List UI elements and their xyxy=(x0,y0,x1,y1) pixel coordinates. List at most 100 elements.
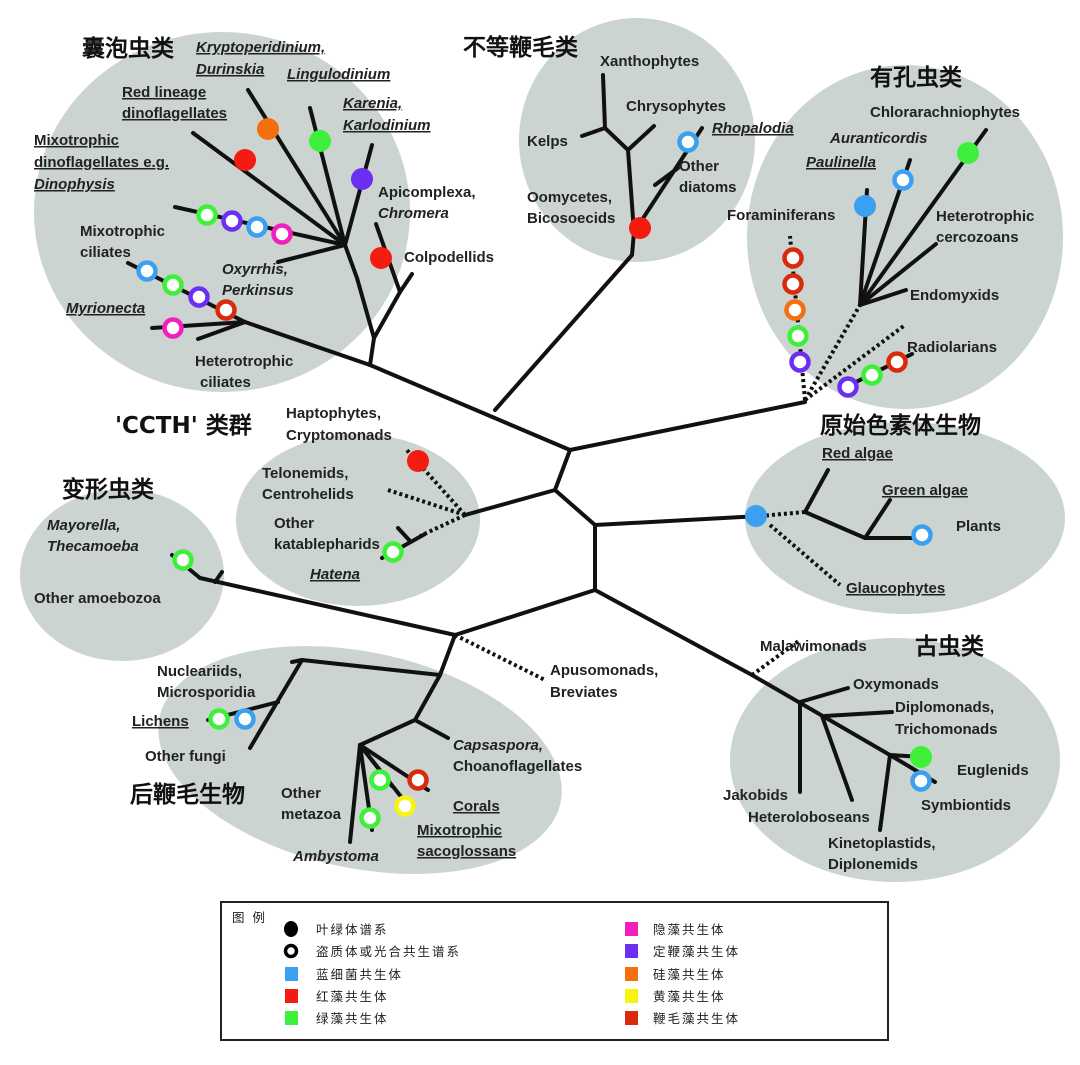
taxon-label: diatoms xyxy=(679,179,737,196)
legend-swatch xyxy=(625,989,638,1003)
taxon-label: sacoglossans xyxy=(417,843,516,860)
taxon-label: Foraminiferans xyxy=(727,207,835,224)
taxon-label: Rhopalodia xyxy=(712,120,794,137)
green-kleptoplast-marker xyxy=(359,807,381,829)
alveolates-blob xyxy=(34,32,410,392)
cyanobacteria-kleptoplast-marker xyxy=(677,131,699,153)
taxon-label: Glaucophytes xyxy=(846,580,945,597)
dinoflagellate-plastid-marker xyxy=(351,168,373,190)
taxon-label: Other amoebozoa xyxy=(34,590,161,607)
taxon-label: Endomyxids xyxy=(910,287,999,304)
legend-label: 盗质体或光合共生谱系 xyxy=(316,944,461,959)
flagellate-kleptoplast-marker xyxy=(407,769,429,791)
taxon-label: Heteroloboseans xyxy=(748,809,870,826)
taxon-label: Heterotrophic xyxy=(195,353,293,370)
green-plastid-marker xyxy=(309,130,331,152)
taxon-label: Kryptoperidinium, xyxy=(196,39,325,56)
taxon-label: cercozoans xyxy=(936,229,1019,246)
legend-label: 硅藻共生体 xyxy=(653,967,726,982)
archaeplastida-title: 原始色素体生物 xyxy=(820,412,981,439)
taxon-label: Plants xyxy=(956,518,1001,535)
flagellate-kleptoplast-marker xyxy=(886,351,908,373)
flagellate-kleptoplast-marker xyxy=(215,299,237,321)
taxon-label: Durinskia xyxy=(196,61,264,78)
taxon-label: Apicomplexa, xyxy=(378,184,476,201)
red-plastid-marker xyxy=(370,247,392,269)
taxon-label: Kinetoplastids, xyxy=(828,835,936,852)
taxon-label: Centrohelids xyxy=(262,486,354,503)
rhizaria-blob xyxy=(747,65,1063,409)
taxon-label: Other xyxy=(274,515,314,532)
taxon-label: Nucleariids, xyxy=(157,663,242,680)
diatom-plastid-marker xyxy=(257,118,279,140)
taxon-label: Microsporidia xyxy=(157,684,256,701)
taxon-label: dinoflagellates xyxy=(122,105,227,122)
taxon-label: Hatena xyxy=(310,566,360,583)
taxon-label: Karlodinium xyxy=(343,117,431,134)
taxon-label: Perkinsus xyxy=(222,282,294,299)
diatom-kleptoplast-marker xyxy=(784,299,806,321)
taxon-label: Oxyrrhis, xyxy=(222,261,288,278)
taxon-label: Haptophytes, xyxy=(286,405,381,422)
legend-swatch xyxy=(285,989,298,1003)
taxon-label: Colpodellids xyxy=(404,249,494,266)
green-kleptoplast-marker xyxy=(787,325,809,347)
taxon-label: Capsaspora, xyxy=(453,737,543,754)
taxon-label: katablepharids xyxy=(274,536,380,553)
legend-swatch xyxy=(625,1011,638,1025)
cyanobacteria-kleptoplast-marker xyxy=(911,524,933,546)
taxon-label: Oxymonads xyxy=(853,676,939,693)
green-plastid-marker xyxy=(957,142,979,164)
cyanobacteria-kleptoplast-marker xyxy=(234,708,256,730)
legend-label: 蓝细菌共生体 xyxy=(316,967,403,982)
legend-swatch xyxy=(285,967,298,981)
taxon-label: Chlorarachniophytes xyxy=(870,104,1020,121)
cryptophyte-kleptoplast-marker xyxy=(162,317,184,339)
taxon-label: Mayorella, xyxy=(47,517,120,534)
taxon-label: Red lineage xyxy=(122,84,206,101)
taxon-label: Corals xyxy=(453,798,500,815)
dinoflagellate-kleptoplast-marker xyxy=(837,376,859,398)
legend-title: 图 例 xyxy=(232,910,267,925)
taxon-label: Thecamoeba xyxy=(47,538,139,555)
taxon-label: Symbiontids xyxy=(921,797,1011,814)
dinoflagellate-kleptoplast-marker xyxy=(789,351,811,373)
taxon-label: Dinophysis xyxy=(34,176,115,193)
green-kleptoplast-marker xyxy=(382,541,404,563)
legend-label: 叶绿体谱系 xyxy=(316,922,389,937)
taxon-label: Bicosoecids xyxy=(527,210,615,227)
taxon-label: Trichomonads xyxy=(895,721,998,738)
taxon-label: Karenia, xyxy=(343,95,402,112)
green-kleptoplast-marker xyxy=(196,204,218,226)
opisthokonts-title: 后鞭毛生物 xyxy=(130,781,245,808)
taxon-label: Auranticordis xyxy=(829,130,928,147)
yellow-kleptoplast-marker xyxy=(394,795,416,817)
taxon-label: dinoflagellates e.g. xyxy=(34,154,169,171)
green-kleptoplast-marker xyxy=(162,274,184,296)
taxon-labels: Kryptoperidinium, Durinskia Lingulodiniu… xyxy=(34,39,1034,873)
cyanobacteria-kleptoplast-marker xyxy=(892,169,914,191)
legend-label: 黄藻共生体 xyxy=(653,989,726,1004)
taxon-label: Green algae xyxy=(882,482,968,499)
taxon-label: Chromera xyxy=(378,205,449,222)
cyanobacteria-plastid-marker xyxy=(745,505,767,527)
archaeplastida-blob xyxy=(745,422,1065,614)
legend-label: 绿藻共生体 xyxy=(316,1011,389,1026)
cryptophyte-kleptoplast-marker xyxy=(271,223,293,245)
legend-swatch xyxy=(285,1011,298,1025)
green-plastid-marker xyxy=(910,746,932,768)
taxon-label: Mixotrophic xyxy=(417,822,502,839)
red-plastid-marker xyxy=(407,450,429,472)
taxon-label: Xanthophytes xyxy=(600,53,699,70)
legend: 图 例 叶绿体谱系 盗质体或光合共生谱系 蓝细菌共生体 红藻共生体 绿藻共生体 … xyxy=(220,901,889,1041)
dinoflagellate-kleptoplast-marker xyxy=(221,210,243,232)
taxon-label: Other xyxy=(679,158,719,175)
taxon-label: Apusomonads, xyxy=(550,662,658,679)
taxon-label: Diplonemids xyxy=(828,856,918,873)
ccth-title: 'CCTH' 类群 xyxy=(115,412,252,439)
green-kleptoplast-marker xyxy=(369,769,391,791)
red-plastid-marker xyxy=(629,217,651,239)
alveolates-title: 囊泡虫类 xyxy=(82,35,174,62)
legend-label: 鞭毛藻共生体 xyxy=(653,1011,740,1026)
